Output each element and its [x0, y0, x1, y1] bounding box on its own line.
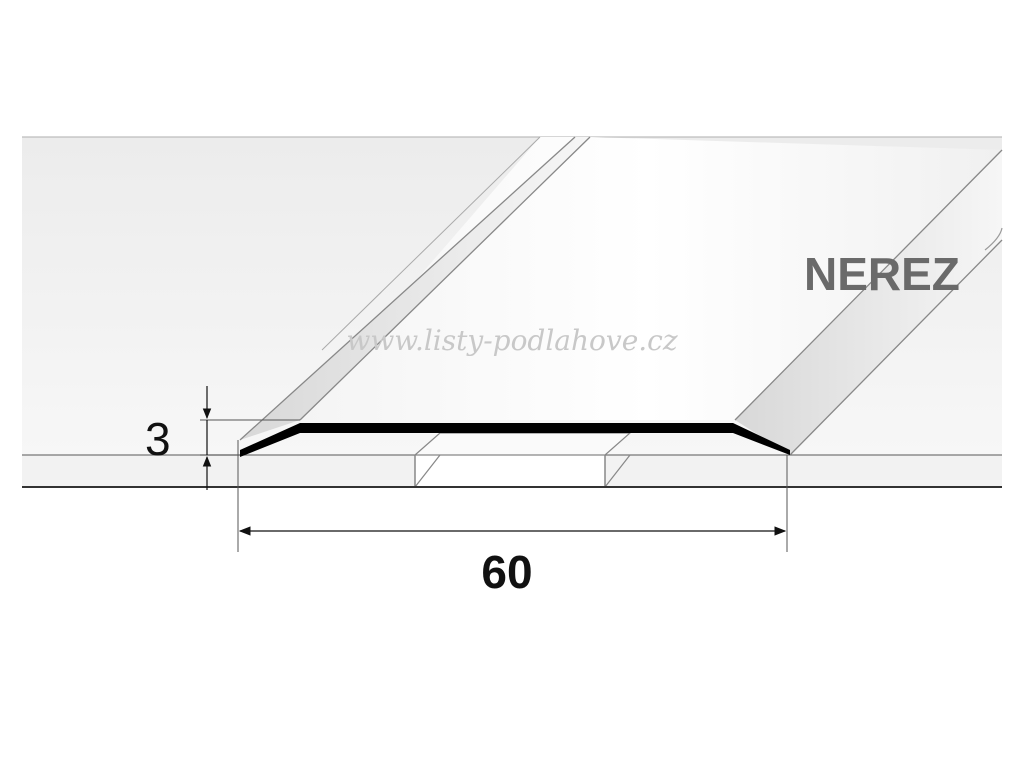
floor-boards	[22, 432, 1002, 488]
material-label: NEREZ	[804, 248, 960, 300]
profile-cross-section	[240, 423, 790, 457]
height-dimension-label: 3	[145, 413, 171, 465]
extension-lines	[200, 419, 788, 552]
profile-strip-perspective	[239, 136, 1003, 456]
watermark-url: www.listy-podlahove.cz	[346, 324, 678, 357]
width-dimension-label: 60	[481, 546, 532, 598]
